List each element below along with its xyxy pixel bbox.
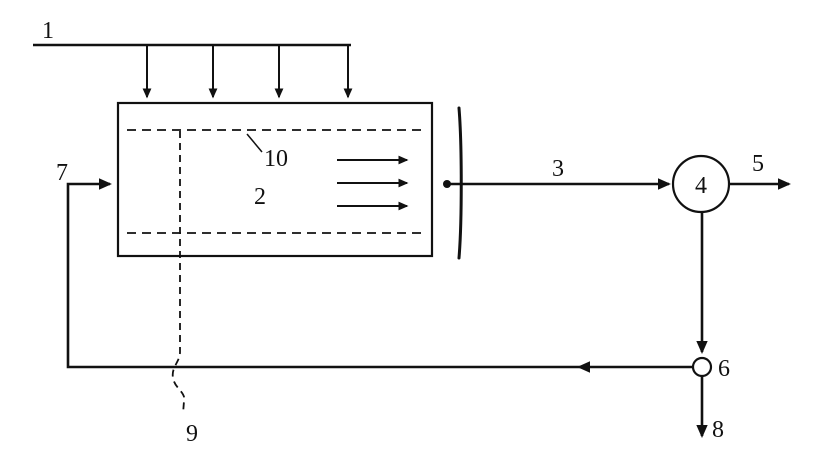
label-outlet-5: 5 [752,151,764,177]
label-recycle-7: 7 [56,160,68,186]
label-probe-9: 9 [186,421,198,447]
label-10-pointer-line [246,133,263,153]
recycle-line-7 [66,178,579,369]
label-feed-1: 1 [42,18,54,44]
dashed-probe-line-9 [171,131,186,415]
label-separator-4: 4 [695,173,707,199]
label-line-3: 3 [552,156,564,182]
label-layer-10: 10 [264,146,288,172]
label-junction-6: 6 [718,356,730,382]
label-chamber-2: 2 [254,184,266,210]
junction-circle-6 [691,356,713,378]
chamber-rect [116,101,434,258]
label-bottoms-8: 8 [712,417,724,443]
